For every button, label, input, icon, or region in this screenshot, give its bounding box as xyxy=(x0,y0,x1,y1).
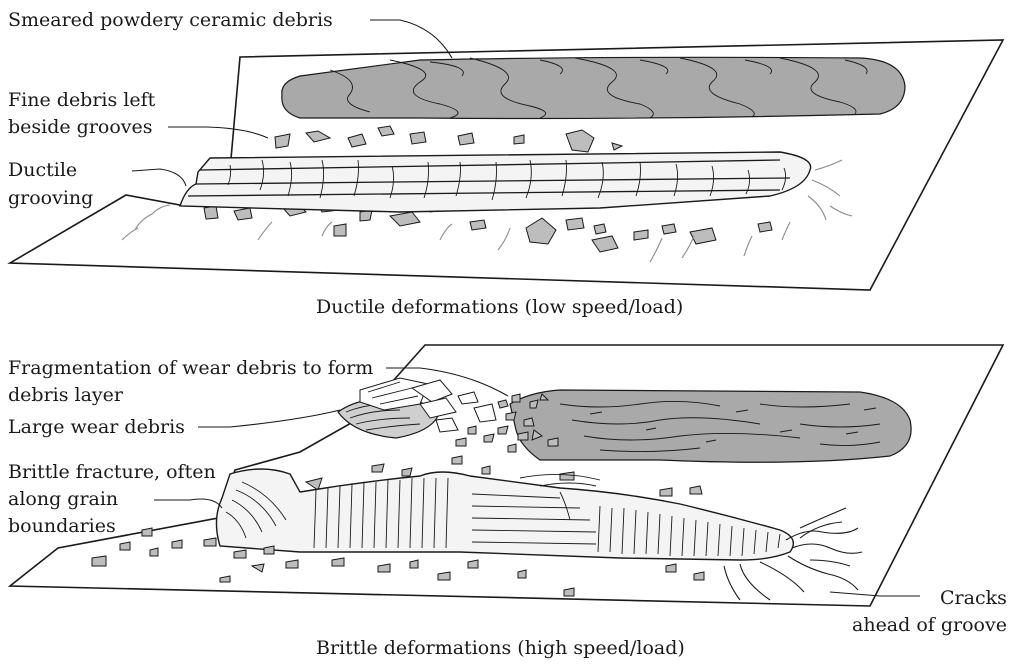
label-cracks-line2: ahead of groove xyxy=(852,614,1007,636)
brittle-panel: Fragmentation of wear debris to form deb… xyxy=(8,345,1007,659)
label-fragmentation-line2: debris layer xyxy=(8,384,124,406)
label-smeared-debris: Smeared powdery ceramic debris xyxy=(8,9,333,31)
label-brittle-fracture-line2: along grain xyxy=(8,488,118,510)
label-fragmentation-line1: Fragmentation of wear debris to form xyxy=(8,357,373,379)
label-cracks-line1: Cracks xyxy=(940,587,1007,609)
label-ductile-grooving-line1: Ductile xyxy=(8,159,77,181)
ductile-panel: Smeared powdery ceramic debris Fine debr… xyxy=(8,9,1003,318)
label-fine-debris-line1: Fine debris left xyxy=(8,89,156,111)
smeared-debris-band xyxy=(282,57,905,118)
caption-ductile: Ductile deformations (low speed/load) xyxy=(316,296,683,318)
label-brittle-fracture-line1: Brittle fracture, often xyxy=(8,461,216,483)
label-fine-debris-line2: beside grooves xyxy=(8,116,153,138)
label-brittle-fracture-line3: boundaries xyxy=(8,515,116,537)
label-large-wear-debris: Large wear debris xyxy=(8,416,185,438)
label-ductile-grooving-line2: grooving xyxy=(8,187,93,209)
brittle-debris-layer xyxy=(510,390,911,462)
caption-brittle: Brittle deformations (high speed/load) xyxy=(316,637,685,659)
